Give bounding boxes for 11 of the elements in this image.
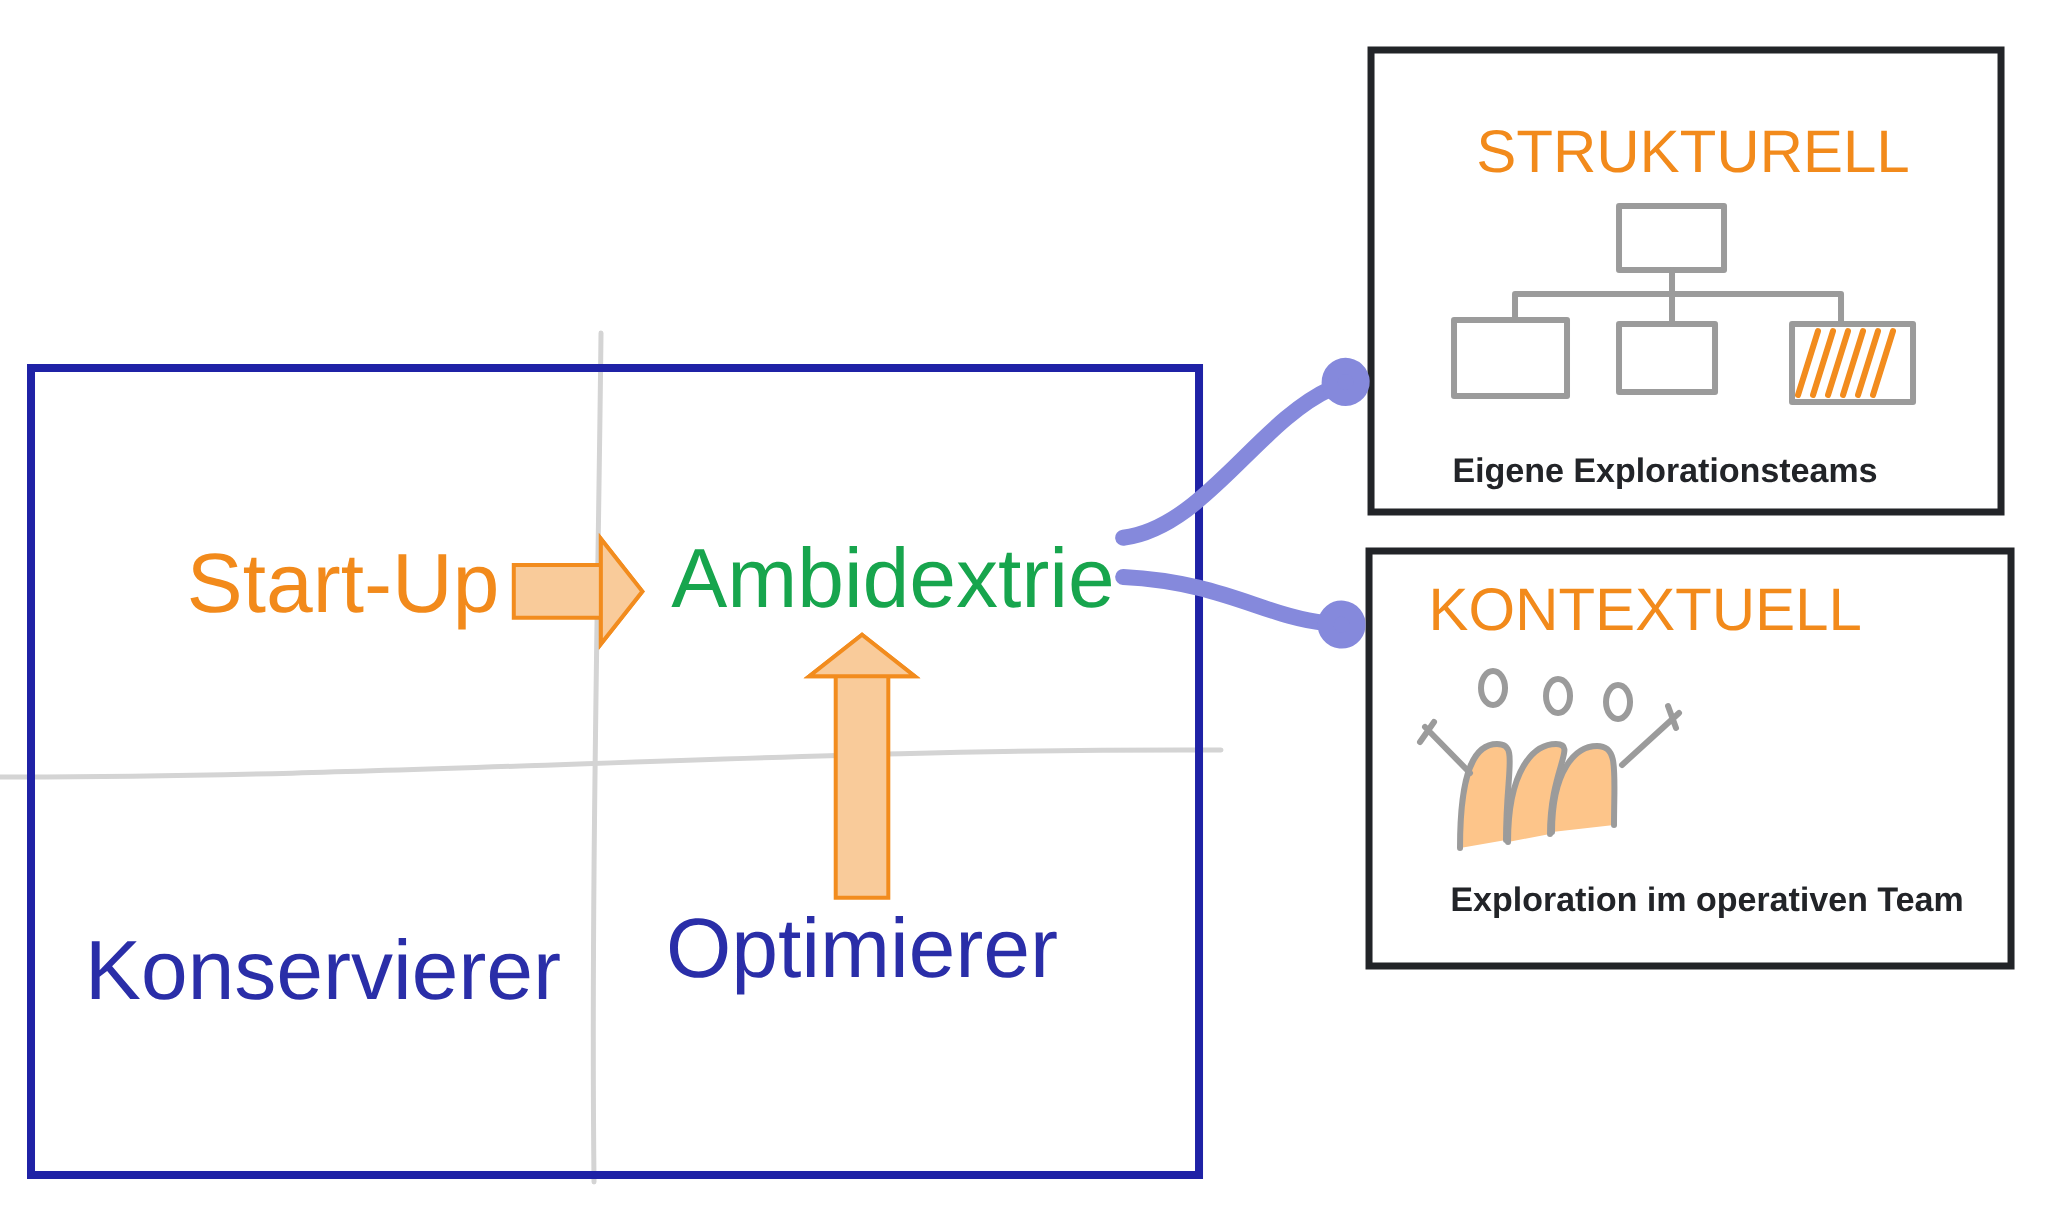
panel-heading: KONTEXTUELL: [1433, 588, 1860, 631]
quadrant-label: Ambidextrie: [671, 546, 1111, 608]
panel-caption: Exploration im operativen Team: [1452, 886, 1962, 919]
connector-line: [1115, 357, 1370, 546]
quadrant-label: Konservierer: [91, 938, 560, 1000]
quadrant-label: Start-Up: [190, 553, 496, 630]
matrix-frame: [27, 364, 1203, 1179]
panel-caption: Eigene Explorationsteams: [1454, 457, 1877, 490]
quadrant-label: Optimierer: [669, 916, 1057, 995]
panel-heading: STRUKTURELL: [1479, 130, 1908, 173]
connector-line: [1115, 568, 1366, 649]
